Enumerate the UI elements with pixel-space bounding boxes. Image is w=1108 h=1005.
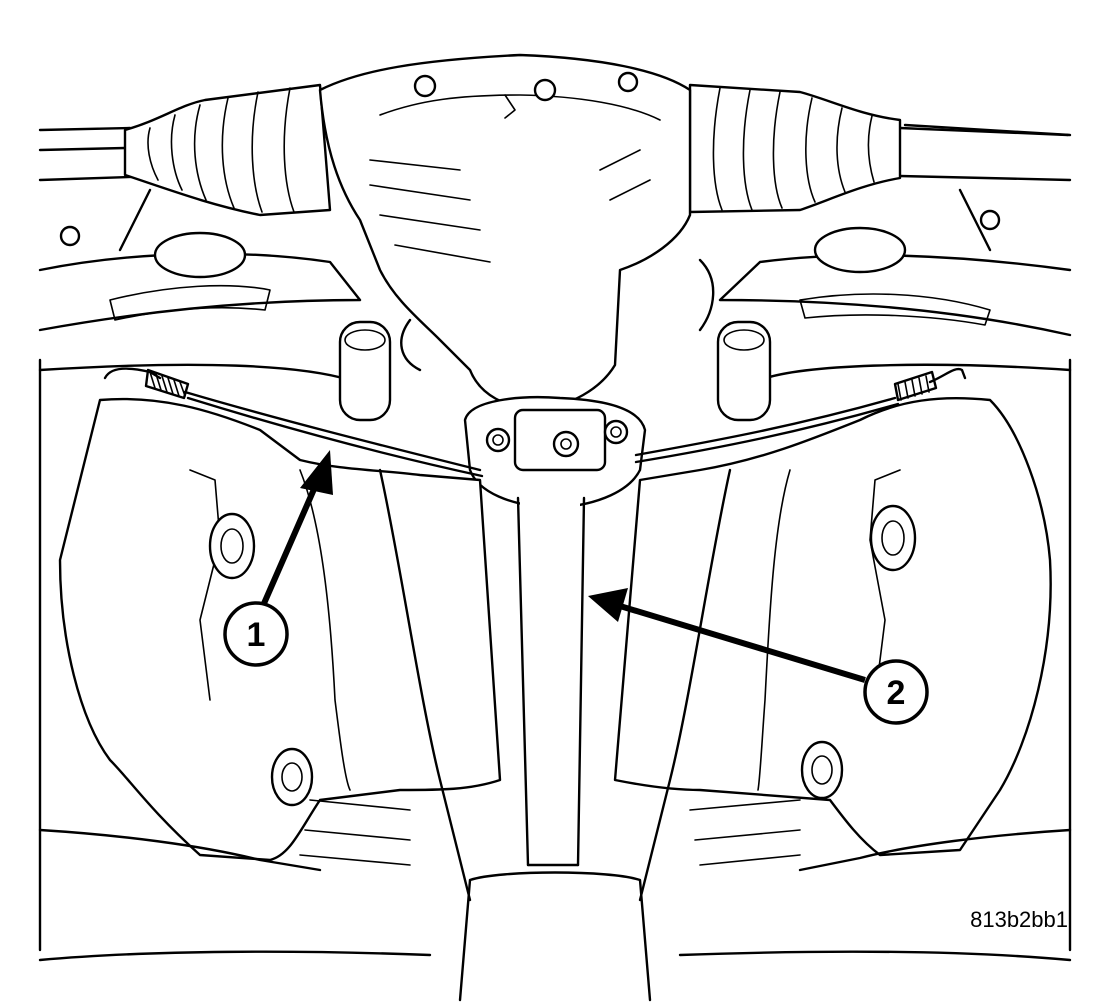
right-half-shaft: [688, 83, 1070, 214]
right-spring: [893, 370, 938, 402]
crossmember-hole-left: [153, 231, 247, 279]
callout-1: 1: [223, 601, 289, 667]
callout-circle-2: [863, 659, 929, 725]
floor-pan: [38, 358, 1072, 1002]
callout-number-2: 2: [887, 674, 906, 712]
left-shield-stud-lower: [270, 747, 314, 807]
cover-bolt-2: [533, 78, 557, 102]
crossmember-structure: [38, 123, 1072, 382]
leader-1: [259, 450, 333, 610]
right-shield-stud-lower: [800, 740, 844, 800]
callout-2: 2: [863, 659, 929, 725]
bolt-left-outer: [59, 225, 81, 247]
flange-bolt-right: [603, 419, 629, 445]
left-diff-bushing: [338, 320, 392, 422]
cover-bolt-3: [617, 71, 639, 93]
arrowhead-2: [588, 588, 628, 622]
callout-number-1: 1: [247, 616, 266, 654]
right-diff-bushing: [716, 320, 772, 422]
propeller-shaft: [516, 496, 586, 867]
right-shield-stud-upper: [869, 504, 917, 572]
left-spring: [144, 368, 190, 400]
right-heat-shield: [613, 397, 1052, 857]
figure-id: 813b2bb1: [970, 907, 1068, 932]
differential-housing: [318, 53, 772, 422]
arrowhead-1: [300, 450, 333, 495]
flange-bolt-left: [485, 427, 511, 453]
left-shield-stud-upper: [208, 512, 256, 580]
callout-circle-1: [223, 601, 289, 667]
flange-bolt-center: [552, 430, 580, 458]
crossmember-hole-right: [813, 226, 907, 274]
pinion-flange: [463, 395, 647, 510]
cover-bolt-1: [413, 74, 437, 98]
left-half-shaft: [38, 83, 332, 217]
bolt-right-outer: [979, 209, 1001, 231]
tie-wire: [103, 367, 967, 478]
leader-2: [588, 588, 866, 683]
